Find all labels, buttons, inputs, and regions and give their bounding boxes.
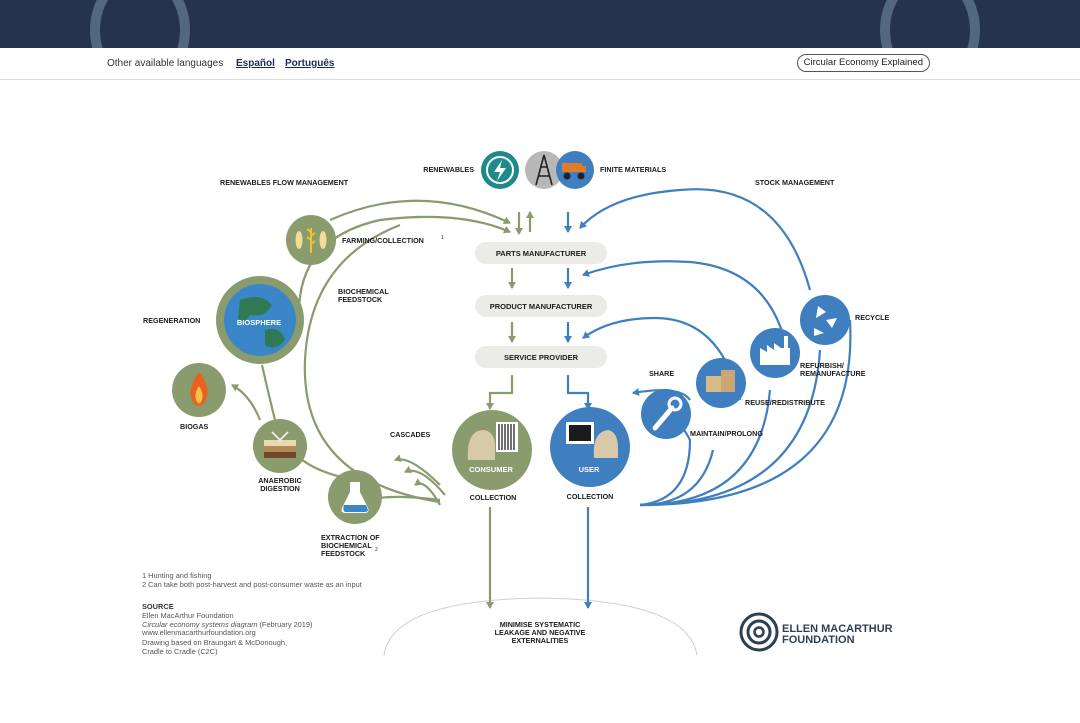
language-bar: Other available languages Español Portug… [0,48,1080,80]
farming-collection-label: FARMING/COLLECTION [342,236,424,245]
drawing-credit-2: Cradle to Cradle (C2C) [142,647,218,656]
languages-label: Other available languages [107,58,224,69]
circular-economy-explained-button[interactable]: Circular Economy Explained [796,54,930,72]
renewables-label: RENEWABLES [423,165,474,174]
biosphere-label: BIOSPHERE [237,318,281,327]
source-diagram: Circular economy systems diagram (Februa… [142,620,312,629]
wheat-fish-icon [286,215,336,265]
logo-line-2: FOUNDATION [782,634,855,646]
lightning-icon [481,151,519,189]
share-label: SHARE [649,369,674,378]
hero-decoration [880,0,980,48]
source-url: www.ellenmacarthurfoundation.org [141,628,256,637]
product-manufacturer-label: PRODUCT MANUFACTURER [490,302,593,311]
consumer-label: CONSUMER [469,465,513,474]
mining-truck-icon [556,151,594,189]
language-link-spanish[interactable]: Español [236,58,275,69]
reuse-redistribute-label: REUSE/REDISTRIBUTE [745,398,825,407]
globe-icon [216,276,304,364]
service-provider-label: SERVICE PROVIDER [504,353,579,362]
wrench-icon [641,389,691,439]
recycle-icon [800,295,850,345]
barcode-icon [452,410,532,490]
drawing-credit-1: Drawing based on Braungart & McDonough, [142,638,287,647]
hero-banner [0,0,1080,48]
factory-icon [750,328,800,378]
extraction-footnote-marker: 2 [375,547,378,553]
regeneration-label: REGENERATION [143,316,200,325]
boxes-icon [696,358,746,408]
hero-decoration [90,0,190,48]
fire-icon [172,363,226,417]
computer-icon [550,407,630,487]
footnote-1: 1 Hunting and fishing [142,571,211,580]
stock-management-label: STOCK MANAGEMENT [755,178,835,187]
recycle-label: RECYCLE [855,313,890,322]
language-link-portuguese[interactable]: Português [285,58,335,69]
collection-consumer-label: COLLECTION [470,493,517,502]
leakage-ellipse [383,597,698,656]
collection-user-label: COLLECTION [567,492,614,501]
farming-footnote-marker: 1 [441,235,444,241]
flask-icon [328,470,382,524]
foundation-logo-icon [739,612,779,652]
parts-manufacturer-label: PARTS MANUFACTURER [496,249,587,258]
finite-materials-label: FINITE MATERIALS [600,165,666,174]
product-manufacturer-box [475,295,607,317]
oil-rig-icon [525,151,563,189]
source-org: Ellen MacArthur Foundation [142,611,234,620]
user-label: USER [579,465,600,474]
refurbish-label: REFURBISH/REMANUFACTURE [800,361,866,378]
cascades-label: CASCADES [390,430,431,439]
biogas-label: BIOGAS [180,422,209,431]
service-provider-box [475,346,607,368]
maintain-prolong-label: MAINTAIN/PROLONG [690,429,763,438]
source-title: SOURCE [142,602,174,611]
footnote-2: 2 Can take both post-harvest and post-co… [142,580,362,589]
renewables-flow-label: RENEWABLES FLOW MANAGEMENT [220,178,349,187]
parts-manufacturer-box [475,242,607,264]
logo-line-1: ELLEN MACARTHUR [782,623,893,635]
soil-layers-icon [253,419,307,473]
